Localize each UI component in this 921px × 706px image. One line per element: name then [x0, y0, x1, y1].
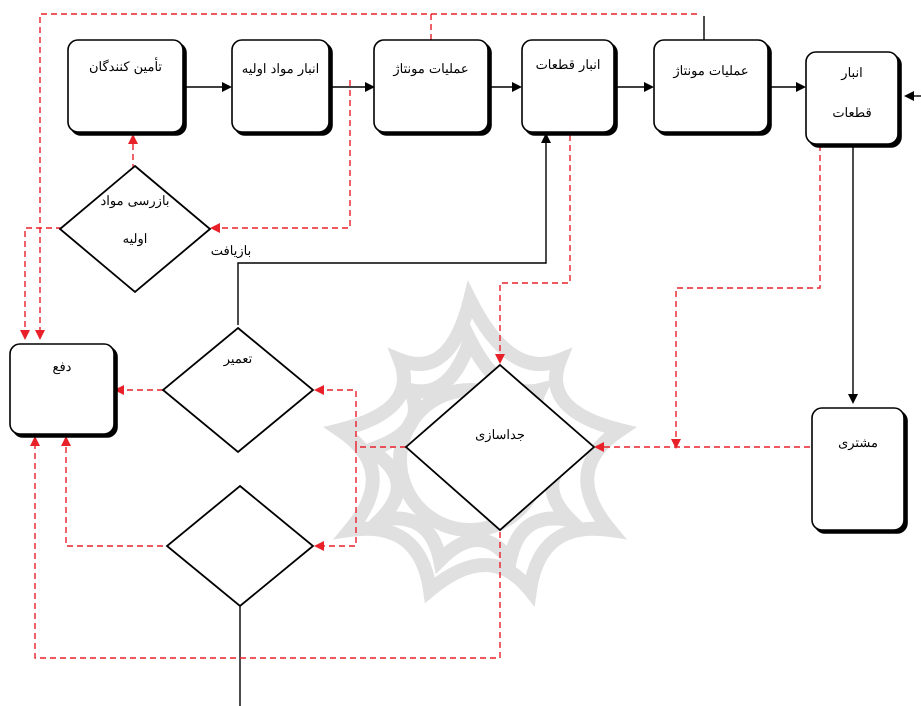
recycle-label: بازیافت	[210, 244, 252, 259]
dashed-blank-to-disposal	[61, 436, 163, 547]
raw-storage-label: انبار مواد اولیه	[241, 62, 320, 77]
parts-storage-label-1: انبار قطعات	[535, 58, 601, 73]
return-flow-connectors	[20, 13, 821, 659]
raw-inspection-label-1: بازرسی مواد	[100, 194, 170, 209]
suppliers-box	[67, 39, 184, 133]
dashed-assembly-to-inspection	[210, 80, 351, 233]
parts-storage-box-2	[805, 51, 899, 145]
dashed-top-loop	[35, 13, 432, 340]
repair-diamond	[161, 326, 315, 454]
repair-label: تعمیر	[223, 352, 253, 367]
parts-storage-label-2a: انبار	[841, 66, 863, 81]
customer-box	[811, 407, 905, 531]
raw-inspection-diamond	[58, 164, 212, 294]
dashed-parts-storage2-to-sorting	[671, 135, 821, 449]
parts-storage-box-1	[521, 39, 615, 133]
parts-storage-label-2b: قطعات	[832, 106, 872, 121]
dashed-parts-storage-to-sorting	[495, 135, 571, 364]
disposal-box	[9, 343, 115, 435]
dashed-sorting-to-blank	[314, 447, 357, 551]
material-flow-connectors	[185, 16, 921, 706]
assembly-label-1: عملیات مونتاژ	[393, 62, 469, 77]
dashed-inspection-to-disposal	[20, 227, 62, 340]
customer-label: مشتری	[838, 436, 878, 451]
blank-decision-diamond	[165, 484, 315, 608]
suppliers-label: تأمین کنندگان	[88, 60, 163, 75]
assembly-box-1	[373, 39, 489, 133]
dashed-sorting-bottom-to-disposal	[30, 436, 501, 659]
raw-inspection-label-2: اولیه	[122, 232, 148, 247]
sorting-diamond	[404, 363, 596, 532]
raw-storage-box	[231, 39, 330, 133]
assembly-label-2: عملیات مونتاژ	[673, 64, 749, 79]
disposal-label: دفع	[52, 360, 72, 375]
assembly-box-2	[653, 39, 769, 133]
arrow-recycle-to-parts-storage	[237, 133, 551, 325]
sorting-label: جداسازی	[475, 428, 525, 443]
dashed-sorting-to-repair	[314, 385, 406, 448]
